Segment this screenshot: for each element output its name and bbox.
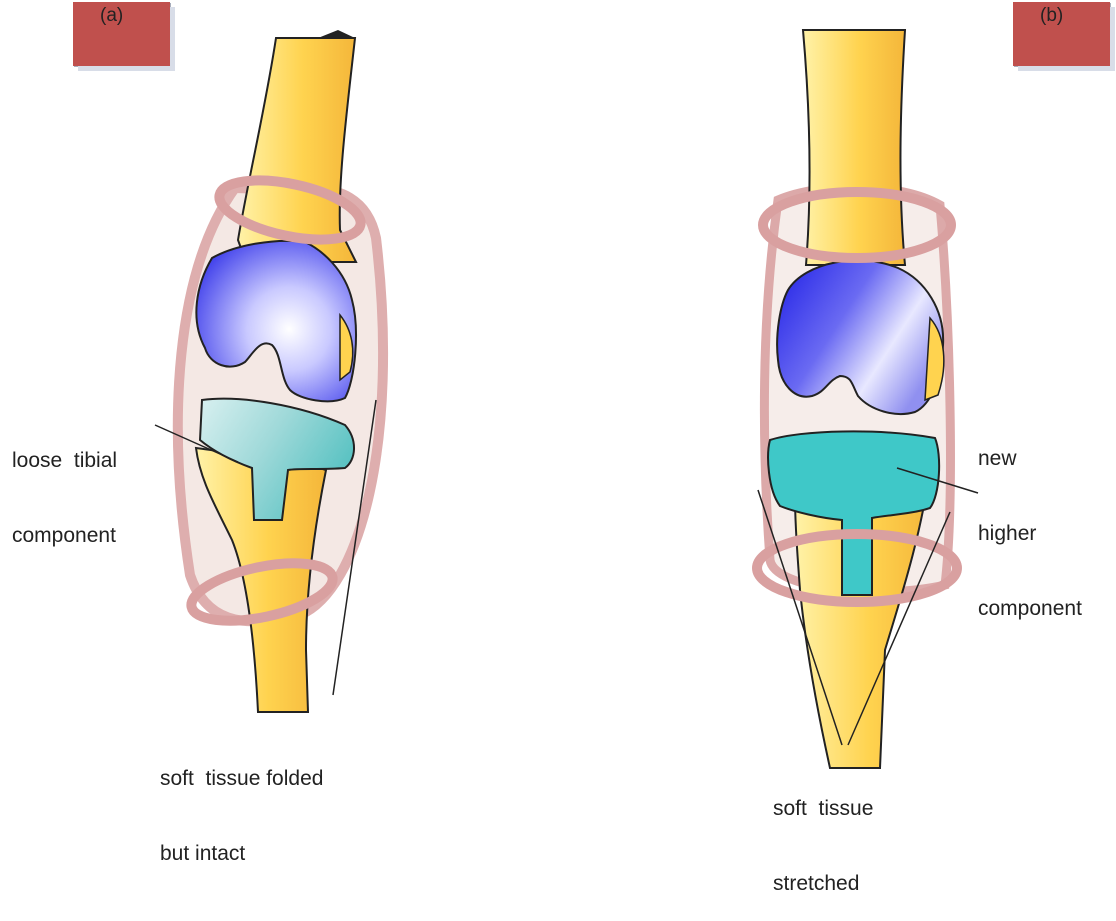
annotation-new-higher-component: new higher component — [978, 396, 1082, 646]
annotation-loose-tibial: loose tibial component — [12, 398, 117, 573]
panel-a-knee — [155, 30, 383, 712]
annotation-line: higher — [978, 521, 1082, 546]
annotation-line: but intact — [160, 841, 323, 866]
annotation-line: new — [978, 446, 1082, 471]
annotation-line: component — [978, 596, 1082, 621]
panel-label-b-text: (b) — [1040, 5, 1063, 27]
annotation-line: soft tissue folded — [160, 766, 323, 791]
annotation-soft-tissue-folded: soft tissue folded but intact — [160, 716, 323, 891]
panel-label-b: (b) — [1013, 2, 1110, 66]
femur-b — [803, 30, 905, 265]
femoral-component-b — [777, 260, 943, 414]
panel-label-a-text: (a) — [100, 5, 123, 27]
femur-top-a — [318, 30, 355, 38]
panel-b-knee — [757, 30, 978, 768]
panel-label-a: (a) — [73, 2, 170, 66]
knee-diagram — [0, 0, 1116, 801]
annotation-line: component — [12, 523, 117, 548]
annotation-line: stretched — [773, 871, 873, 896]
annotation-line: loose tibial — [12, 448, 117, 473]
annotation-soft-tissue-stretched: soft tissue stretched — [773, 746, 873, 921]
annotation-line: soft tissue — [773, 796, 873, 821]
